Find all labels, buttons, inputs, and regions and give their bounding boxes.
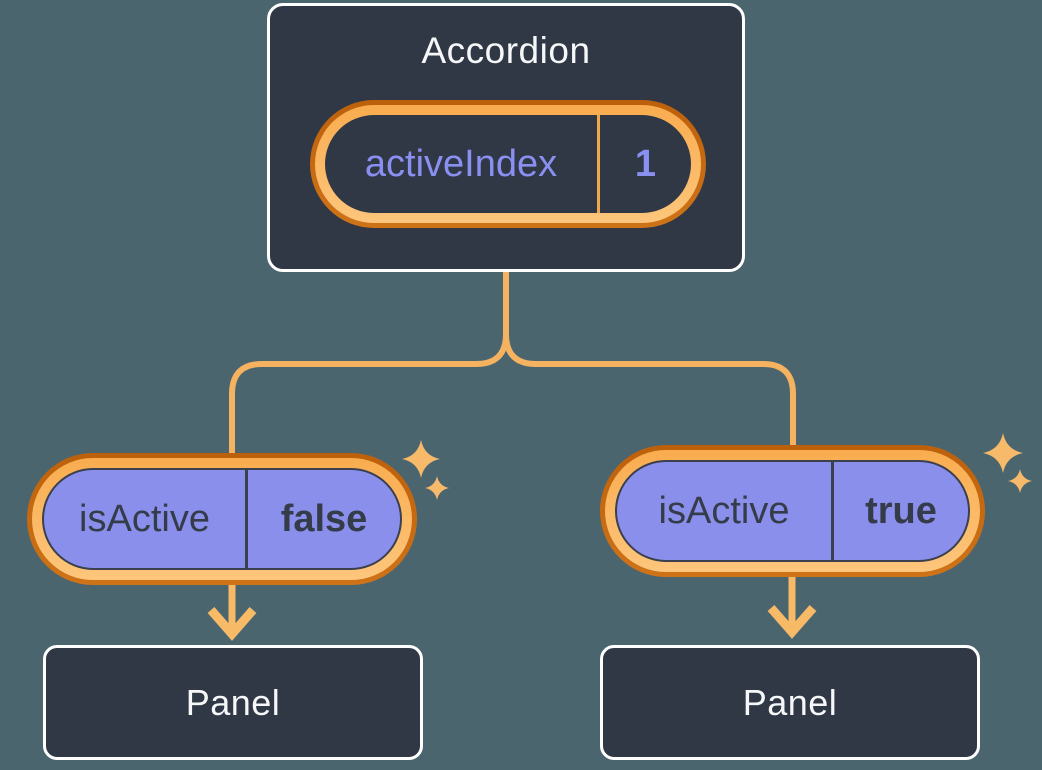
- prop-name: isActive: [658, 489, 790, 532]
- panel-title: Panel: [185, 681, 281, 723]
- panel-title: Panel: [742, 681, 838, 723]
- panel-box: Panel: [43, 645, 423, 760]
- state-pill-ring: activeIndex 1: [315, 105, 701, 223]
- state-value: 1: [634, 142, 657, 185]
- tree-connector-lines: [229, 272, 796, 456]
- prop-name: isActive: [79, 497, 210, 540]
- pill-divider: [245, 470, 248, 568]
- prop-value: true: [865, 489, 937, 532]
- pill-divider: [597, 115, 600, 213]
- state-name: activeIndex: [364, 142, 558, 185]
- prop-pill-true: isActive true: [600, 445, 985, 577]
- panel-box: Panel: [600, 645, 980, 760]
- arrow-down-icon: [767, 575, 817, 639]
- sparkle-icon: [983, 433, 1032, 493]
- prop-pill-ring: isActive false: [32, 458, 412, 580]
- pill-divider: [831, 462, 834, 560]
- arrow-down-icon: [207, 583, 257, 641]
- prop-value: false: [280, 497, 368, 540]
- state-pill: activeIndex 1: [310, 100, 706, 228]
- prop-pill-ring: isActive true: [605, 450, 980, 572]
- prop-pill-false: isActive false: [27, 453, 417, 585]
- accordion-title: Accordion: [421, 30, 591, 71]
